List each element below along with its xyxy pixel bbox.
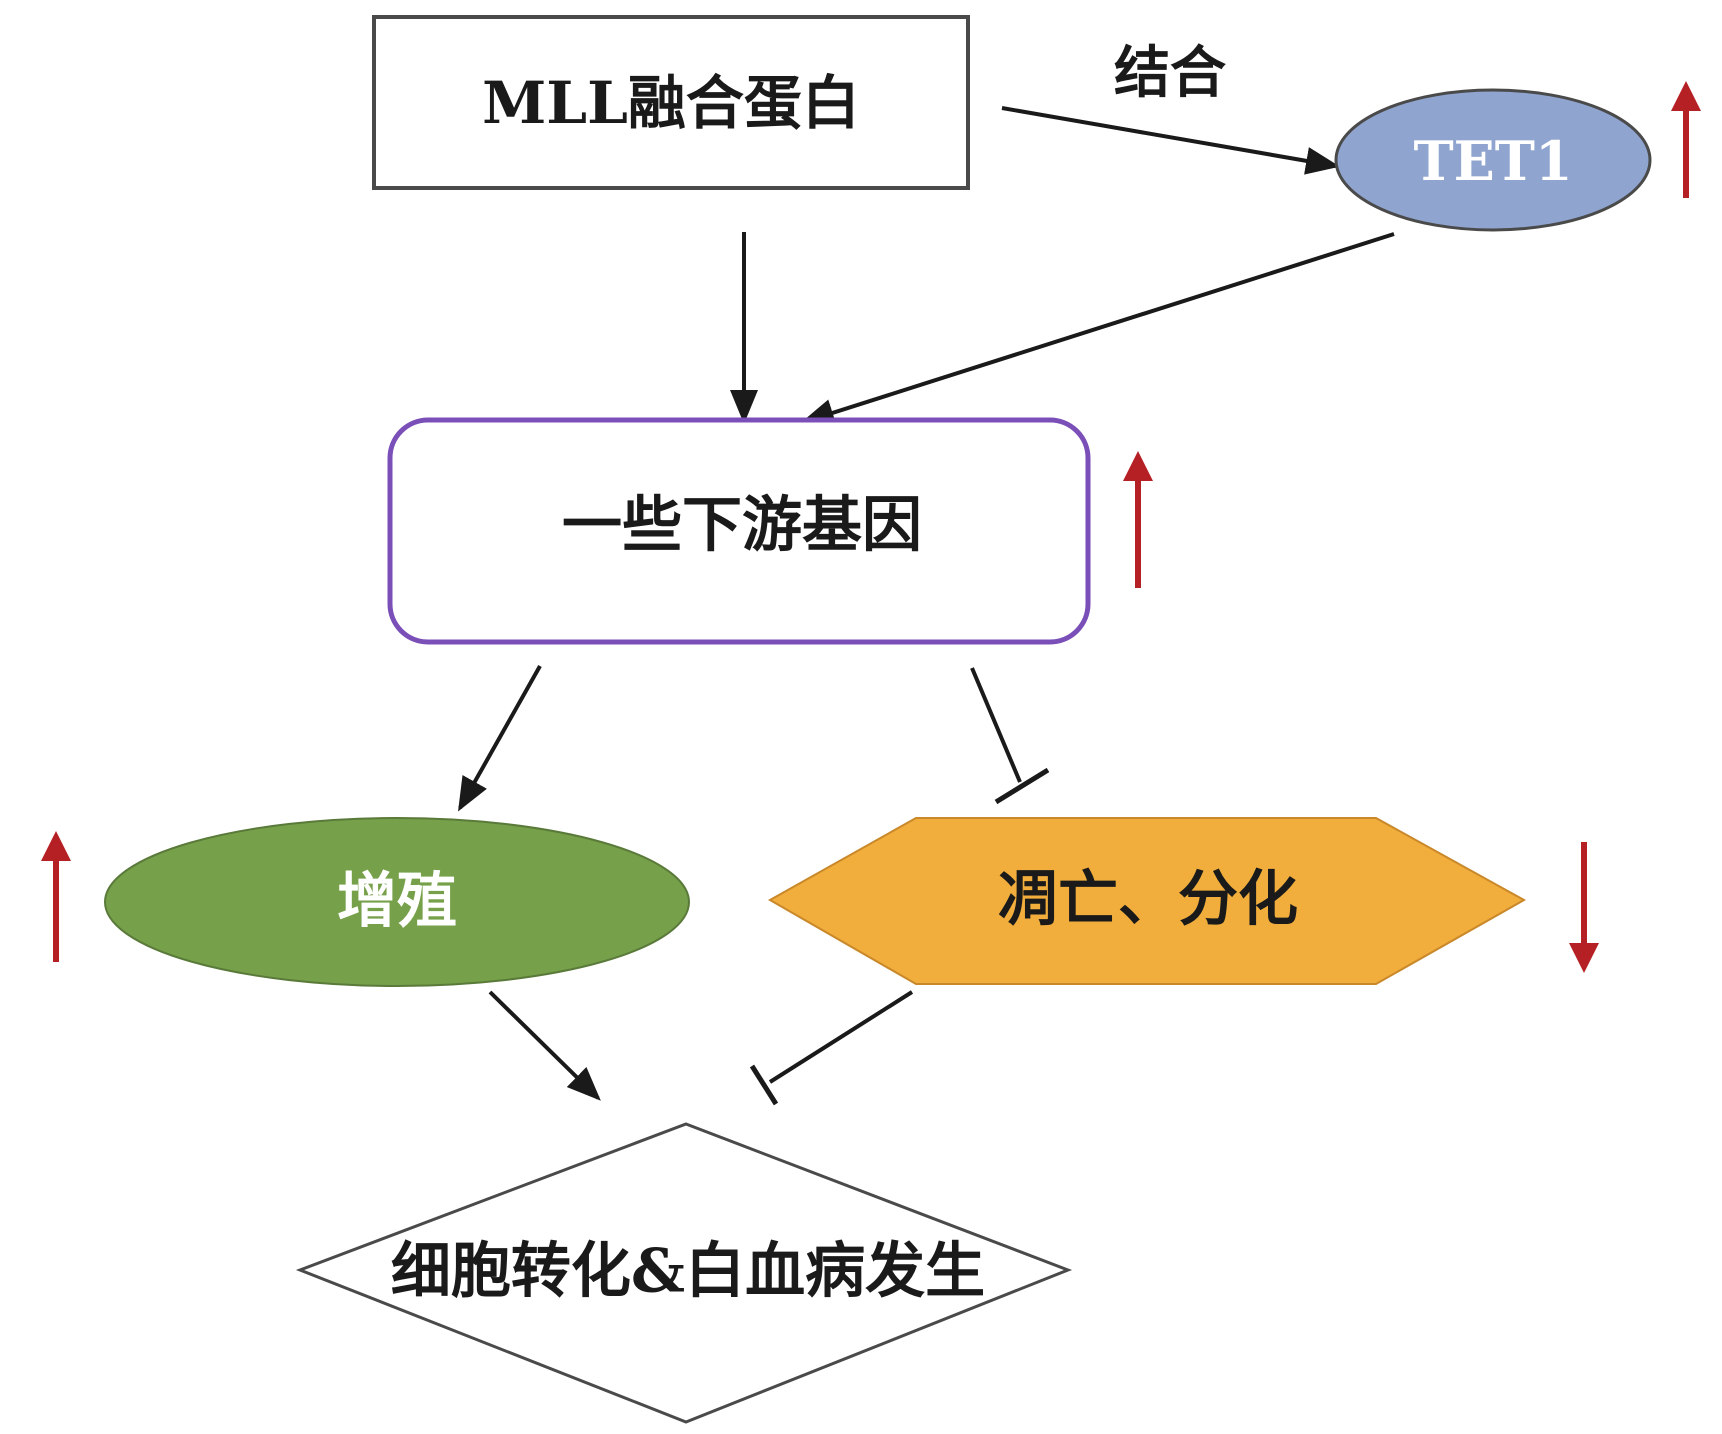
downstream-genes-node: 一些下游基因 [387, 417, 1091, 645]
leukemia-outcome-node: 细胞转化&白血病发生 [295, 1122, 1073, 1424]
downstream-genes-label: 一些下游基因 [562, 491, 922, 561]
downstream-to-proliferation-arrow [458, 665, 542, 812]
mll-fusion-protein-label: MLL融合蛋白 [482, 69, 860, 137]
leukemia-outcome-label: 细胞转化&白血病发生 [391, 1237, 985, 1307]
tet1-node: TET1 [1334, 88, 1652, 232]
tet1-label: TET1 [1413, 129, 1572, 193]
proliferation-to-leukemia-arrow [488, 990, 601, 1101]
mll-fusion-protein-node: MLL融合蛋白 [372, 15, 970, 190]
proliferation-label: 增殖 [337, 867, 457, 937]
apoptosis-differentiation-node: 凋亡、分化 [767, 817, 1527, 985]
apoptosis-inhibits-leukemia [749, 990, 914, 1106]
downstream-inhibits-apoptosis [970, 667, 1050, 805]
apoptosis-differentiation-label: 凋亡、分化 [998, 865, 1298, 935]
proliferation-node: 增殖 [104, 817, 690, 987]
tet1-to-downstream-arrow [800, 232, 1395, 427]
binding-arrow [1001, 106, 1340, 175]
binding-label: 结合 [1114, 40, 1226, 106]
